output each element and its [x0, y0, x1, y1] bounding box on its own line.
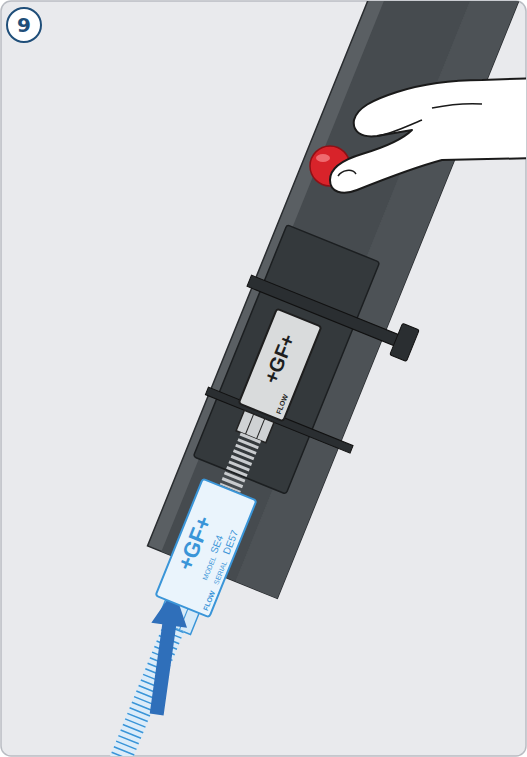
nut-edge [257, 419, 265, 439]
finger-crease [377, 120, 422, 136]
step-number-circle: 9 [6, 7, 42, 43]
hand [330, 78, 526, 193]
strap-clip [390, 323, 419, 361]
brand-logo: +GF+ [260, 331, 298, 386]
button-highlight [316, 154, 330, 162]
sensor-holder [193, 225, 379, 494]
nut-edge [245, 414, 253, 434]
step-number: 9 [8, 9, 40, 41]
flow-mark: FLOW [275, 393, 289, 415]
finger-crease [432, 104, 482, 108]
flow-mark: FLOW [202, 590, 216, 612]
thumb-nail [338, 170, 356, 176]
installed-cable-coil [230, 437, 251, 489]
